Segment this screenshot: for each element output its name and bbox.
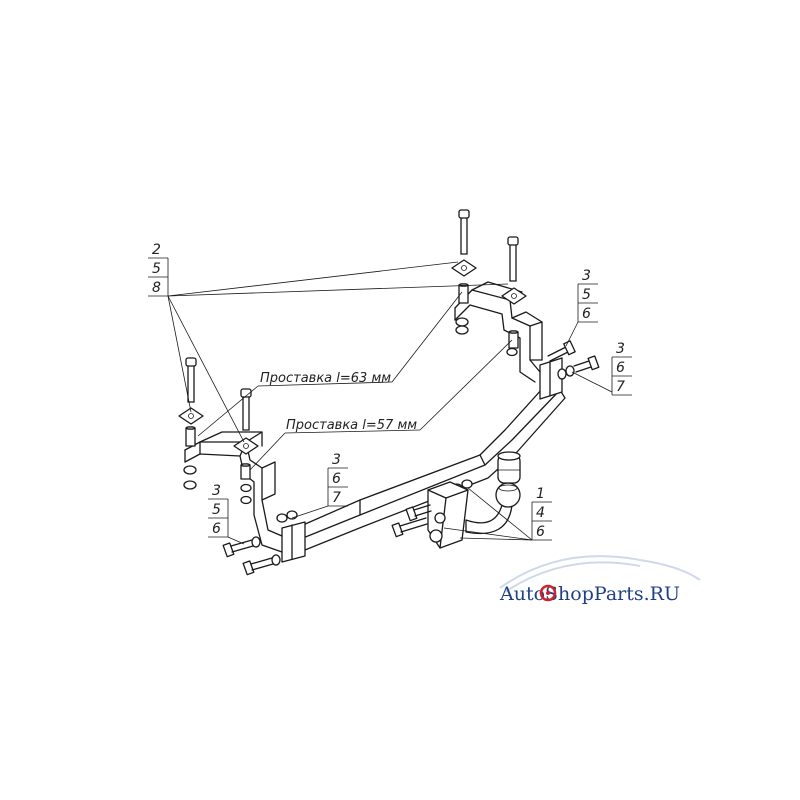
nut: [276, 510, 298, 523]
left-end-plate: [281, 521, 306, 563]
callout-number: 6: [582, 306, 591, 322]
nut: [455, 317, 469, 335]
autoshopparts-logo: AutoShopParts.RU: [499, 555, 701, 605]
spacer-label-text: Проставка l=57 мм: [286, 418, 417, 433]
callout-number: 1: [536, 486, 545, 502]
callout-number: 5: [212, 502, 221, 518]
callout-number: 5: [152, 261, 161, 277]
callout-number: 7: [332, 490, 341, 506]
callout-number: 3: [212, 483, 221, 499]
bolt-left-side-upper: [222, 536, 261, 558]
ball-mount-bolt: [391, 504, 432, 538]
crossbar-beam: [297, 377, 566, 553]
nut: [240, 483, 252, 505]
callout-number: 3: [582, 268, 591, 284]
callout-3-6-7-center: 3 6 7: [327, 452, 348, 507]
callout-number: 2: [152, 242, 161, 258]
tow-ball-neck: [465, 504, 513, 535]
wheel-icon: [539, 584, 557, 602]
bolt-left-side-lower: [242, 554, 281, 576]
spacer-tube-57: [508, 330, 519, 349]
spacer-label-text: Проставка l=63 мм: [260, 371, 391, 386]
callout-number: 3: [332, 452, 341, 468]
callout-3-5-6-right: 3 5 6: [577, 268, 598, 323]
callout-2-5-8: 2 5 8: [148, 242, 169, 297]
callout-number: 3: [616, 341, 625, 357]
callout-number: 5: [582, 287, 591, 303]
bolt-right-front: [507, 236, 519, 282]
callout-number: 8: [152, 280, 161, 296]
bolt-left-front: [240, 388, 252, 431]
callout-number: 6: [616, 360, 625, 376]
nut: [183, 465, 197, 490]
spacer-tube-63: [458, 283, 469, 304]
callout-number: 6: [212, 521, 221, 537]
spacer-label-57: Проставка l=57 мм: [284, 418, 421, 434]
tow-ball: [495, 482, 521, 508]
right-end-plate: [539, 357, 563, 400]
callout-number: 4: [536, 505, 545, 521]
right-bracket: [454, 281, 543, 383]
callout-number: 6: [536, 524, 545, 540]
callout-3-6-7-right: 3 6 7: [611, 341, 632, 396]
square-washer: [451, 259, 477, 277]
square-washer: [501, 287, 527, 305]
leader-lines: [167, 261, 613, 545]
bolt-left-rear: [185, 357, 197, 403]
callout-number: 6: [332, 471, 341, 487]
spacer-label-63: Проставка l=63 мм: [257, 371, 393, 387]
square-washer: [233, 437, 259, 455]
callout-number: 7: [616, 379, 625, 395]
ball-cap: [497, 451, 521, 484]
ball-mount-plate: [427, 481, 469, 549]
callout-1-4-6: 1 4 6: [531, 486, 552, 541]
bolt-right-rear: [458, 209, 470, 255]
spacer-tube-57: [240, 463, 251, 480]
spacer-tube-63: [185, 426, 196, 447]
logo-text: AutoShopParts.RU: [499, 583, 680, 605]
nut: [506, 347, 518, 357]
bolt-right-side-lower: [557, 355, 600, 380]
callout-3-5-6-left: 3 5 6: [208, 483, 229, 538]
left-bracket: [184, 431, 283, 553]
square-washer: [178, 407, 204, 425]
